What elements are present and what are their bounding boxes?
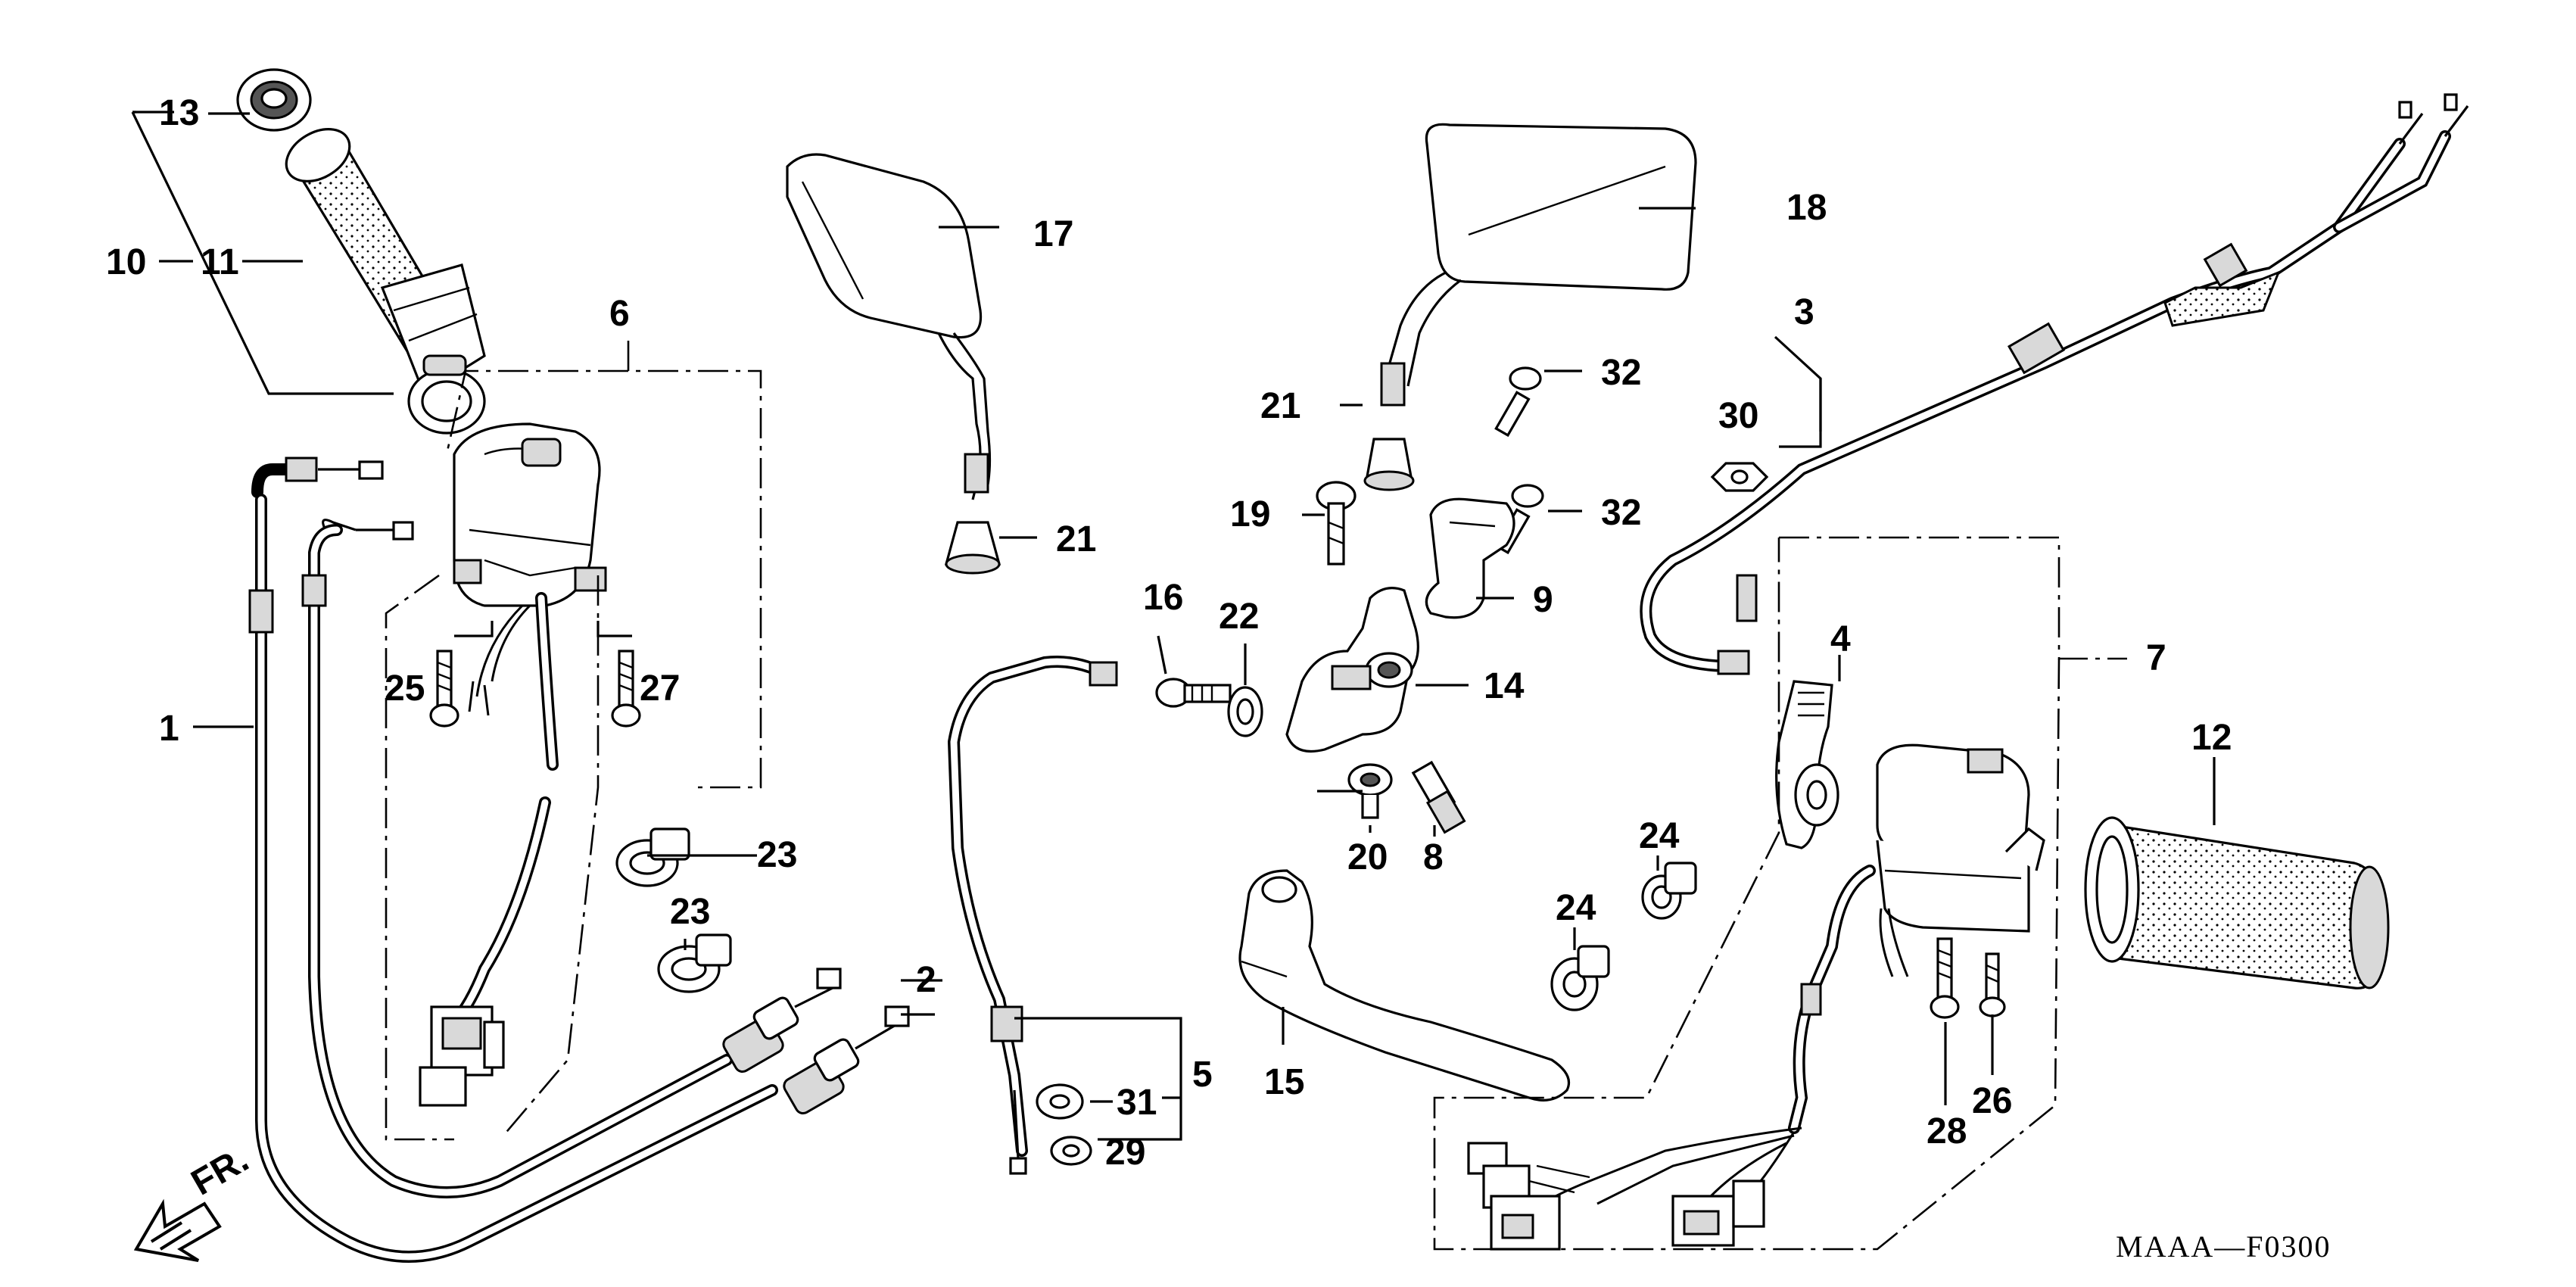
callout-17: 17 xyxy=(1033,214,1073,254)
callout-28: 28 xyxy=(1927,1111,1967,1151)
callout-10: 10 xyxy=(106,242,146,282)
callout-1: 1 xyxy=(159,709,179,749)
callout-11: 11 xyxy=(201,242,239,282)
choke-cable-3 xyxy=(1640,93,2469,675)
callout-24b: 24 xyxy=(1556,888,1596,928)
screw-28 xyxy=(1930,937,1960,1019)
front-direction-label: FR. xyxy=(185,1139,255,1204)
screw-32a xyxy=(1494,366,1542,438)
callout-13: 13 xyxy=(159,93,199,133)
clutch-switch-8 xyxy=(1411,760,1466,834)
cable-clamp-23b xyxy=(657,933,732,993)
callout-8: 8 xyxy=(1423,837,1444,877)
callout-5: 5 xyxy=(1192,1055,1213,1095)
right-mirror-18 xyxy=(1380,123,1697,407)
callout-12: 12 xyxy=(2191,718,2232,758)
callout-14: 14 xyxy=(1484,666,1525,706)
screw-26 xyxy=(1979,952,2006,1017)
callout-29: 29 xyxy=(1105,1133,1145,1173)
callout-18: 18 xyxy=(1786,188,1827,228)
callout-23a: 23 xyxy=(757,835,797,875)
clutch-cable-5 xyxy=(947,656,1118,1175)
callout-2: 2 xyxy=(916,960,936,1000)
callout-25: 25 xyxy=(385,668,425,709)
callout-20: 20 xyxy=(1347,837,1388,877)
callout-24a: 24 xyxy=(1639,816,1680,856)
callout-27: 27 xyxy=(640,668,680,709)
leader-lines xyxy=(131,111,2216,1251)
callout-23b: 23 xyxy=(670,892,710,932)
screw-27 xyxy=(611,650,641,728)
diagram-code: MAAA—F0300 xyxy=(2116,1229,2331,1264)
left-grip-11 xyxy=(285,128,486,435)
cable-clamp-24a xyxy=(1641,862,1697,920)
adjuster-16 xyxy=(1155,678,1232,708)
pivot-bolt-19 xyxy=(1316,481,1357,566)
right-grip-12 xyxy=(2084,816,2390,989)
washer-29 xyxy=(1050,1136,1092,1166)
throttle-cable-2 xyxy=(301,524,910,1198)
cable-clamp-23a xyxy=(615,827,690,887)
clutch-lever-15 xyxy=(1238,869,1571,1102)
right-handlebar-switch-7 xyxy=(1788,743,2045,1134)
left-handlebar-switch-6 xyxy=(419,422,607,1107)
callout-3: 3 xyxy=(1794,292,1814,332)
callout-16: 16 xyxy=(1143,578,1183,618)
wiring-harness-connectors xyxy=(1467,1127,1802,1251)
choke-lever-4 xyxy=(1775,680,1839,849)
callout-labels: 13 10 11 6 1 25 27 23 23 2 17 21 18 21 1… xyxy=(106,93,2232,1173)
cable-clamp-24b xyxy=(1550,945,1610,1011)
left-mirror-17 xyxy=(786,153,992,500)
callout-32b: 32 xyxy=(1601,493,1641,533)
mirror-nut-21b xyxy=(1363,438,1415,491)
callout-32a: 32 xyxy=(1601,353,1641,393)
lock-nut-22 xyxy=(1227,686,1263,737)
cushion-20 xyxy=(1347,763,1393,819)
callout-21b: 21 xyxy=(1260,386,1300,426)
clutch-lever-bracket-14 xyxy=(1285,587,1419,753)
throttle-cable-1 xyxy=(248,457,778,1263)
callout-9: 9 xyxy=(1533,580,1553,620)
callout-31: 31 xyxy=(1117,1083,1157,1123)
callout-26: 26 xyxy=(1972,1081,2012,1121)
nut-30 xyxy=(1710,462,1769,492)
front-direction-arrow xyxy=(133,1198,222,1262)
callout-4: 4 xyxy=(1830,619,1851,659)
callout-15: 15 xyxy=(1264,1062,1304,1102)
mirror-nut-21a xyxy=(944,521,1001,575)
screw-25 xyxy=(429,650,459,728)
callout-22: 22 xyxy=(1219,597,1259,637)
callout-7: 7 xyxy=(2146,638,2166,678)
callout-21a: 21 xyxy=(1056,519,1096,559)
callout-19: 19 xyxy=(1230,494,1270,534)
callout-30: 30 xyxy=(1718,396,1758,436)
callout-6: 6 xyxy=(609,294,630,334)
grip-end-weight-13 xyxy=(236,68,312,132)
clutch-lever-holder-9 xyxy=(1425,497,1515,619)
washer-31 xyxy=(1036,1083,1084,1120)
